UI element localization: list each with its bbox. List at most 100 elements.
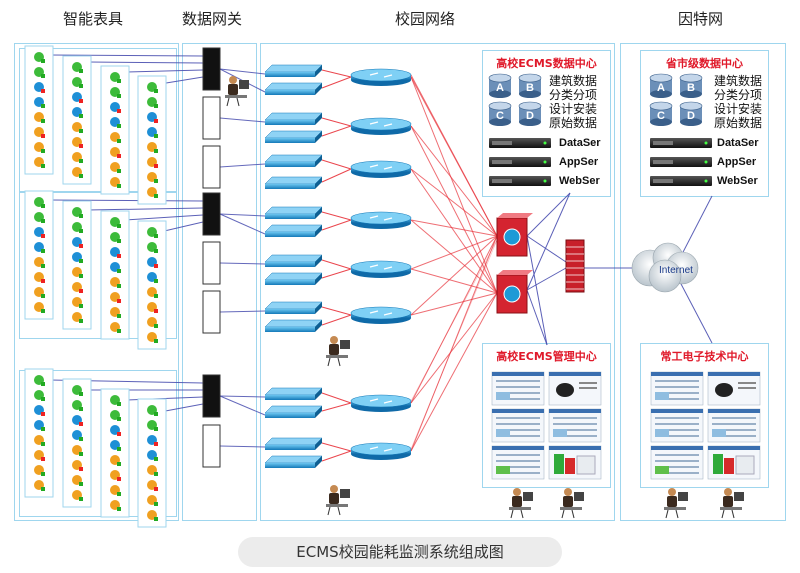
operator-figure [664, 488, 688, 519]
operator-head [513, 488, 521, 496]
thumb-line [496, 386, 540, 388]
switch-top [264, 112, 323, 121]
pdc-database-icon: D [679, 101, 703, 126]
access-switch [264, 82, 323, 95]
internet-provincial-link [679, 195, 713, 259]
operator-monitor [340, 489, 350, 498]
switch-top [264, 82, 323, 91]
switch-top [264, 405, 323, 414]
switch-front [265, 120, 315, 125]
thumb-line [655, 460, 699, 462]
meter-status-dot [117, 507, 121, 511]
meter-column-frame [100, 388, 130, 518]
switch-side [315, 456, 322, 468]
thumb-line [712, 435, 756, 437]
core-emblem [503, 285, 521, 303]
operator-head [724, 488, 732, 496]
udc-server-webser-label: WebSer [559, 175, 600, 187]
db-bottom [519, 118, 541, 126]
operator-figure [225, 76, 249, 107]
thumb-header [708, 446, 760, 450]
meter-column-frame [62, 378, 92, 508]
operator-leg [510, 509, 514, 519]
switch-side [315, 225, 322, 237]
operator-leg [675, 509, 679, 519]
switch-router-link [321, 450, 352, 462]
operator-monitor [734, 492, 744, 501]
db-bottom [489, 90, 511, 98]
access-switch [264, 405, 323, 418]
thumb-chart [496, 466, 510, 474]
router-core-link [410, 125, 498, 237]
operator-head [668, 488, 676, 496]
switch-front [265, 162, 315, 167]
gateway-device [202, 290, 221, 334]
meter-column [24, 190, 54, 320]
db-body [519, 106, 541, 122]
meter-status-dot [41, 382, 45, 386]
thumb-frame [491, 408, 545, 443]
meter-status-dot [117, 447, 121, 451]
operator-desk [326, 355, 348, 358]
distribution-router [350, 306, 412, 324]
operator-leg [327, 357, 331, 367]
operator-body [228, 84, 238, 95]
meter-status-dot [117, 224, 121, 228]
switch-top [264, 64, 323, 73]
meter-status-dot [117, 477, 121, 481]
access-switch [264, 112, 323, 125]
meter-status-dot [41, 442, 45, 446]
thumb-chart [553, 429, 567, 437]
core-dc-link [526, 192, 571, 237]
pdc-database-icon: B [679, 73, 703, 98]
udc-category-4: 原始数据 [549, 116, 598, 130]
distribution-router [350, 160, 412, 178]
access-switch [264, 387, 323, 400]
db-letter: C [657, 110, 665, 122]
switch-front [265, 90, 315, 95]
switch-side [315, 113, 322, 125]
thumb-header [651, 372, 703, 376]
pdc-database-icon: C [649, 101, 673, 126]
meter-status-dot [79, 114, 83, 118]
tech-dashboard-thumbnail [650, 408, 704, 443]
server-body [650, 176, 712, 186]
distribution-router [350, 260, 412, 278]
thumb-line [496, 423, 540, 425]
operator-figure [509, 488, 533, 519]
column-title-data-gateway: 数据网关 [182, 10, 243, 28]
meter-column-frame [137, 220, 167, 350]
thumb-line [655, 454, 699, 456]
router-core-link [410, 292, 498, 404]
core-emblem [503, 228, 521, 246]
pdc-server-rack [650, 138, 712, 148]
udc-database-icon: A [488, 73, 512, 98]
meter-column [137, 75, 167, 205]
db-top [488, 101, 512, 111]
pdc-category-3: 设计安装 [714, 102, 763, 116]
operator-leg [327, 506, 331, 516]
thumb-line [738, 382, 756, 384]
core-switch [496, 213, 533, 257]
meter-status-dot [154, 149, 158, 153]
router-arrows [369, 446, 393, 452]
server-led [704, 160, 708, 164]
thumb-block [724, 458, 734, 474]
operator-leg [520, 509, 524, 519]
meter-status-dot [41, 234, 45, 238]
switch-router-link [321, 306, 352, 316]
meter-status-dot [117, 154, 121, 158]
gateway-switch-link [219, 262, 266, 265]
meter-column-frame [100, 65, 130, 195]
thumb-block [713, 454, 723, 474]
thumb-header [492, 372, 544, 376]
gateway-switch-link [219, 310, 266, 313]
db-body [650, 78, 672, 94]
meter-column [24, 45, 54, 175]
meter-status-dot [79, 452, 83, 456]
meter-status-dot [154, 234, 158, 238]
thumb-frame [650, 371, 704, 406]
udc-server-rack [489, 138, 551, 148]
thumb-line [712, 423, 756, 425]
